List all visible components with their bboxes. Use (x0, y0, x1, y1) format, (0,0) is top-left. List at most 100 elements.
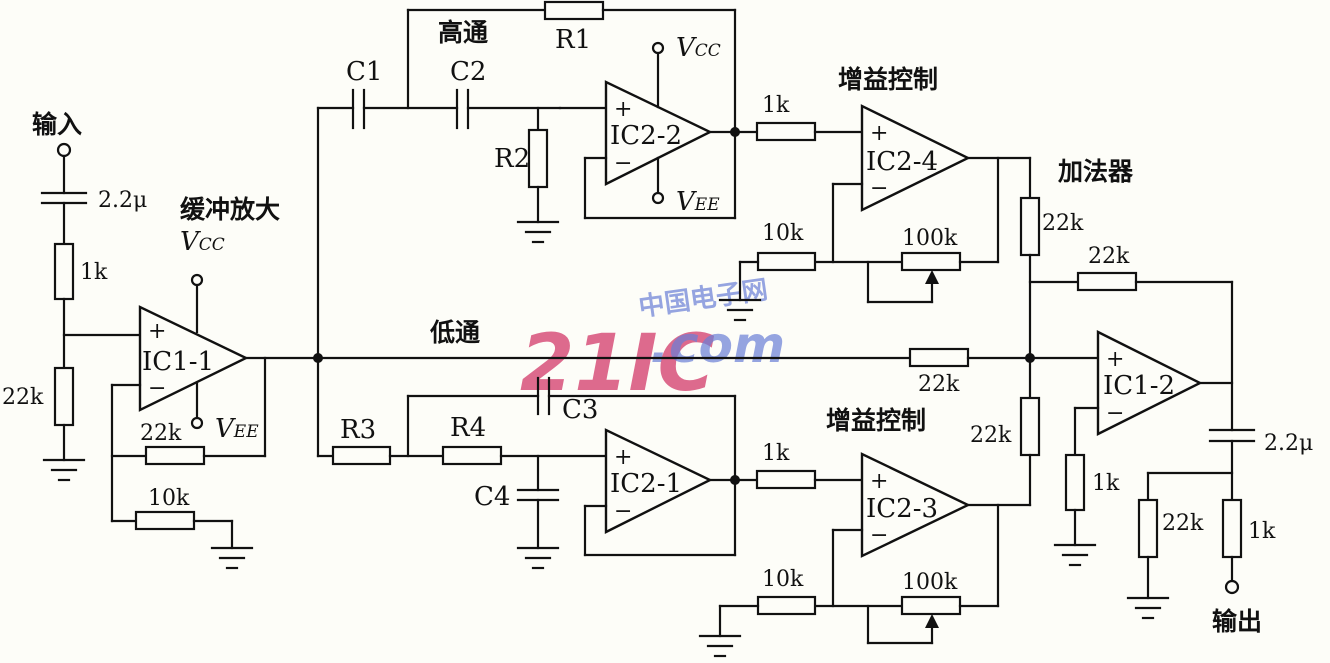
ic2-4-pot-value: 100k (902, 226, 958, 251)
output-cap-value: 2.2μ (1264, 431, 1313, 456)
svg-text:−: − (614, 499, 632, 524)
high-pass-section: + − IC2-2 VCC VEE C1 C2 R1 R2 高通 (316, 0, 759, 244)
ic1-1-gnd-r-value: 10k (148, 486, 190, 511)
input-series-resistor (53, 242, 75, 301)
input-shunt-resistor (53, 366, 75, 427)
ground-symbol (42, 458, 86, 482)
ic1-2-gnd-r-value: 1k (1092, 471, 1120, 496)
svg-text:+: + (870, 121, 888, 146)
r1-resistor (543, 0, 605, 21)
adder-label: 加法器 (1057, 157, 1134, 186)
ic2-3-pot-value: 100k (902, 570, 958, 595)
low-pass-sum-resistor (908, 347, 970, 368)
input-series-r-value: 1k (80, 260, 108, 285)
sum-top-r-value: 22k (1042, 211, 1084, 236)
output-label: 输出 (1212, 607, 1262, 636)
r3-label: R3 (340, 415, 376, 445)
ic2-1-opamp (604, 428, 713, 534)
ground-symbol (516, 546, 560, 570)
vcc-v: V (180, 227, 201, 257)
gain-control-top: + − IC2-4 1k 10k 100k 增益控制 (718, 65, 1032, 322)
svg-text:−: − (614, 151, 632, 176)
ground-symbol (516, 220, 560, 244)
input-label: 输入 (32, 110, 82, 139)
ic2-4-potentiometer[interactable] (900, 251, 962, 272)
svg-text:+: + (614, 445, 632, 470)
svg-text:+: + (148, 319, 166, 344)
ic2-3-potentiometer[interactable] (900, 595, 962, 616)
low-pass-sum-r-value: 22k (918, 372, 960, 397)
high-pass-label: 高通 (438, 18, 488, 47)
svg-text:−: − (148, 376, 166, 401)
ic2-3-label: IC2-3 (866, 494, 938, 524)
gain-control-bottom: + − IC2-3 1k 10k 100k 增益控制 (698, 406, 1032, 658)
svg-text:−: − (870, 176, 888, 201)
ic2-4-in-r-value: 1k (762, 93, 790, 118)
output-terminal[interactable] (1224, 579, 1240, 595)
svg-text:VCC: VCC (676, 33, 721, 63)
low-pass-section: + − IC2-1 R3 R4 C3 C4 低通 (316, 318, 759, 570)
ic1-2-opamp (1096, 330, 1203, 436)
ic1-1-ground-resistor (134, 510, 196, 531)
ic2-3-gnd-r-value: 10k (762, 567, 804, 592)
ground-symbol (718, 298, 762, 322)
svg-text:+: + (1106, 347, 1124, 372)
ic2-3-opamp (860, 452, 971, 558)
output-shunt-resistor (1137, 498, 1159, 559)
output-series-resistor (1221, 498, 1243, 559)
svg-text:−: − (870, 523, 888, 548)
input-section: 输入 2.2μ 1k 22k (2, 110, 147, 482)
ic1-1-opamp (138, 305, 249, 412)
c2-label: C2 (450, 57, 486, 87)
r3-resistor (331, 445, 392, 466)
r4-label: R4 (450, 413, 486, 443)
r2-resistor (527, 128, 549, 189)
gain-control-top-label: 增益控制 (838, 65, 938, 94)
low-pass-label: 低通 (429, 318, 480, 347)
vcc-sub: CC (199, 235, 225, 255)
r1-label: R1 (555, 25, 591, 55)
ground-symbol (698, 634, 742, 658)
ic2-3-ground-resistor (756, 595, 817, 616)
watermark-domain: .com (650, 316, 785, 374)
input-terminal[interactable] (56, 142, 72, 158)
watermark-main: 21IC (520, 319, 715, 409)
sum-top-resistor (1019, 196, 1041, 257)
ic2-3-in-r-value: 1k (762, 441, 790, 466)
output-series-r-value: 1k (1248, 519, 1276, 544)
vee-v: V (215, 414, 236, 444)
gain-control-bottom-label: 增益控制 (826, 406, 926, 435)
ic1-2-fb-value: 22k (1088, 244, 1130, 269)
input-shunt-r-value: 22k (2, 385, 44, 410)
r2-label: R2 (494, 144, 530, 174)
svg-text:VEE: VEE (676, 187, 720, 217)
input-cap-value: 2.2μ (98, 188, 147, 213)
ic2-2-label: IC2-2 (610, 121, 682, 151)
adder-section: + − IC1-2 22k 22k 22k 1k 加法器 (970, 156, 1234, 567)
ic2-1-label: IC2-1 (610, 469, 682, 499)
svg-text:−: − (1106, 401, 1124, 426)
summing-node (1025, 353, 1035, 363)
ic2-4-opamp (860, 104, 971, 212)
ic2-4-ground-resistor (756, 251, 817, 272)
ground-symbol (210, 546, 254, 570)
sum-bottom-resistor (1019, 396, 1041, 457)
ic1-1-label: IC1-1 (142, 347, 214, 377)
svg-text:VCC: VCC (180, 227, 225, 257)
ic1-1-buffer: + − IC1-1 VCC VEE 缓冲放大 22k 10k (110, 195, 320, 570)
vcc-terminal (190, 273, 204, 287)
c1-label: C1 (346, 57, 382, 87)
ic1-2-label: IC1-2 (1103, 371, 1175, 401)
svg-text:+: + (870, 469, 888, 494)
ic1-1-fb-value: 22k (140, 421, 182, 446)
output-shunt-r-value: 22k (1162, 511, 1204, 536)
c4-label: C4 (474, 482, 510, 512)
buffer-amp-label: 缓冲放大 (180, 195, 280, 224)
r4-resistor (441, 445, 503, 466)
vee-terminal (190, 416, 204, 430)
ic1-1-feedback-resistor (144, 445, 206, 466)
ground-symbol (1053, 543, 1097, 567)
c3-label: C3 (562, 395, 598, 425)
ic1-2-ground-resistor (1064, 453, 1086, 512)
